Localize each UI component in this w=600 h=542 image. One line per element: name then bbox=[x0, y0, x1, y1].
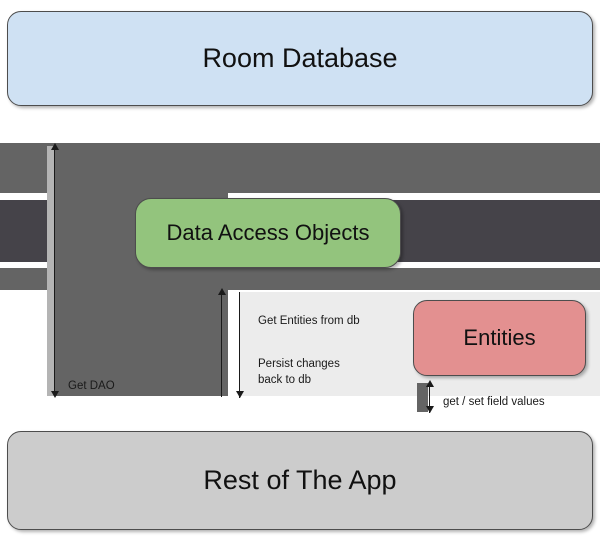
connector-persist bbox=[239, 292, 240, 398]
arrowhead-get-dao-bottom bbox=[51, 391, 59, 398]
arrowhead-get-entities-top bbox=[218, 288, 226, 295]
node-rest-of-the-app-label: Rest of The App bbox=[203, 464, 397, 495]
node-room-database-label: Room Database bbox=[202, 42, 398, 73]
node-rest-of-the-app[interactable]: Rest of The App bbox=[7, 431, 593, 530]
arrowhead-field-values-top bbox=[426, 380, 434, 387]
node-data-access-objects-label: Data Access Objects bbox=[166, 220, 370, 246]
arrowhead-persist-bottom bbox=[236, 391, 244, 398]
edge-label-get-entities: Get Entities from db bbox=[258, 315, 360, 327]
artifact-band-lower bbox=[0, 268, 600, 290]
arrowhead-get-dao-top bbox=[51, 143, 59, 150]
connector-get-dao bbox=[54, 146, 55, 396]
node-entities[interactable]: Entities bbox=[413, 300, 586, 376]
connector-get-entities bbox=[221, 291, 222, 397]
arrowhead-field-values-bottom bbox=[426, 406, 434, 413]
edge-label-persist-changes: Persist changes back to db bbox=[258, 358, 340, 386]
node-entities-label: Entities bbox=[463, 325, 536, 351]
artifact-band-upper bbox=[0, 143, 600, 193]
connector-field-values bbox=[429, 383, 430, 413]
artifact-block-left bbox=[55, 143, 228, 396]
node-data-access-objects[interactable]: Data Access Objects bbox=[135, 198, 401, 268]
node-room-database[interactable]: Room Database bbox=[7, 11, 593, 106]
edge-label-field-values: get / set field values bbox=[443, 396, 545, 408]
edge-label-get-dao: Get DAO bbox=[68, 380, 115, 392]
